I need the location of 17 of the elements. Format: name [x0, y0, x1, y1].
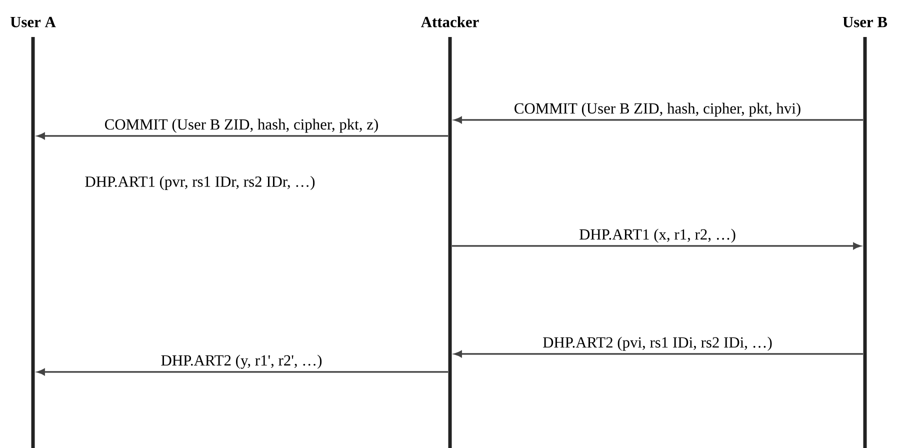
- message-label: DHP.ART1 (pvr, rs1 IDr, rs2 IDr, …): [85, 176, 315, 190]
- lifeline: Attacker: [421, 16, 479, 448]
- arrow: [37, 368, 448, 376]
- node-label: User A: [10, 16, 56, 28]
- arrow: [454, 350, 864, 358]
- edge-label: DHP.ART2 (y, r1', r2', …): [158, 352, 324, 371]
- edge-label: DHP.ART2 (pvi, rs1 IDi, rs2 IDi, …): [540, 334, 774, 353]
- arrow: [454, 116, 864, 124]
- arrow: [37, 132, 448, 140]
- node-label: Attacker: [421, 16, 479, 28]
- lifeline: User A: [10, 16, 56, 448]
- edge-label: DHP.ART1 (x, r1, r2, …): [577, 226, 738, 245]
- edge-label: COMMIT (User B ZID, hash, cipher, pkt, z): [102, 116, 381, 135]
- edge-label: COMMIT (User B ZID, hash, cipher, pkt, hvi): [512, 100, 804, 119]
- arrow: [452, 242, 861, 250]
- node-label: User B: [842, 17, 888, 28]
- lifeline: User B: [842, 17, 888, 448]
